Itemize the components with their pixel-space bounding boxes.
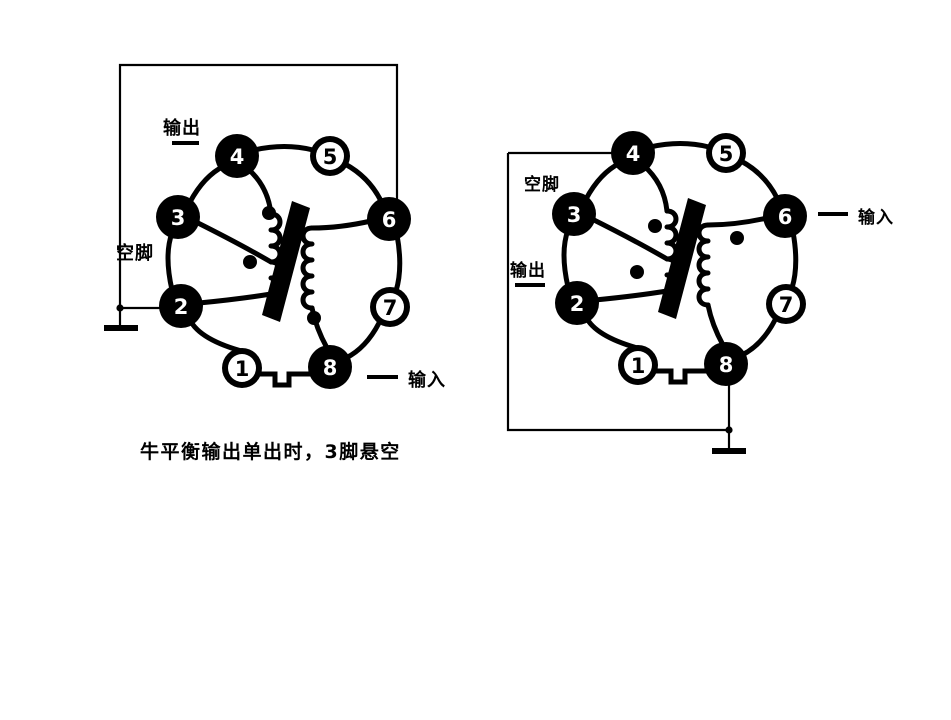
left-lead-pin2: [196, 291, 274, 306]
right-diagram: 1 2 3 4 5 6 7 8: [506, 131, 848, 454]
right-phase-dot-primary-top: [648, 219, 662, 233]
left-lead-pin6: [309, 218, 374, 231]
left-pin-3-label: 3: [171, 206, 186, 230]
left-lead-pin3: [193, 219, 274, 265]
right-pin-7[interactable]: 7: [766, 284, 806, 324]
right-pin-2[interactable]: 2: [555, 281, 599, 325]
right-output-label: 输出: [510, 261, 546, 281]
right-lead-pin2: [592, 288, 670, 303]
right-pin-7-label: 7: [779, 293, 794, 317]
right-pin-4[interactable]: 4: [611, 131, 655, 175]
left-phase-dot-secondary: [307, 311, 321, 325]
left-pin-1-label: 1: [235, 357, 250, 381]
right-primary-winding: [664, 208, 679, 294]
right-lead-pin8: [705, 302, 726, 348]
left-secondary-winding: [300, 225, 315, 311]
left-pin-6[interactable]: 6: [367, 197, 411, 241]
right-pin-3[interactable]: 3: [552, 192, 596, 236]
left-pin-6-label: 6: [382, 208, 397, 232]
left-phase-dot-primary-mid: [243, 255, 257, 269]
left-output-label: 输出: [163, 118, 201, 139]
left-phase-dot-primary-top: [262, 206, 276, 220]
left-pin-3[interactable]: 3: [156, 195, 200, 239]
left-ground-symbol: [104, 304, 170, 331]
left-diagram: 1 2 3 4 5 6 7 8: [104, 63, 411, 389]
right-pin-8-label: 8: [719, 353, 734, 377]
right-lead-pin4: [640, 162, 670, 214]
left-primary-winding: [268, 211, 283, 297]
right-lead-pin6: [705, 215, 770, 228]
right-pin-5[interactable]: 5: [706, 133, 746, 173]
left-pin-7-label: 7: [383, 296, 398, 320]
right-phase-dot-secondary: [730, 231, 744, 245]
right-input-label: 输入: [858, 208, 894, 228]
left-input-label: 输入: [408, 370, 446, 391]
left-pin-2[interactable]: 2: [159, 284, 203, 328]
left-frame-wire: [118, 63, 399, 308]
right-pin-3-label: 3: [567, 203, 582, 227]
left-pin-8[interactable]: 8: [308, 345, 352, 389]
left-pin-7[interactable]: 7: [370, 287, 410, 327]
right-pin-2-label: 2: [570, 292, 585, 316]
right-ground-symbol: [712, 430, 746, 454]
right-frame-wire: [506, 153, 729, 432]
left-pin-5-label: 5: [323, 145, 338, 169]
left-pin-4-label: 4: [230, 145, 245, 169]
right-pin-4-label: 4: [626, 142, 641, 166]
left-pin-4[interactable]: 4: [215, 134, 259, 178]
right-lead-pin3: [589, 216, 670, 262]
right-phase-dot-primary-mid: [630, 265, 644, 279]
right-secondary-winding: [696, 222, 711, 308]
right-pin-6[interactable]: 6: [763, 194, 807, 238]
right-pin-5-label: 5: [719, 142, 734, 166]
right-pin-8[interactable]: 8: [704, 342, 748, 386]
right-pin-1-label: 1: [631, 354, 646, 378]
left-pin-1[interactable]: 1: [222, 348, 262, 388]
left-unused-pin-label: 空脚: [116, 243, 154, 264]
left-pin-8-label: 8: [323, 356, 338, 380]
right-unused-pin-label: 空脚: [524, 175, 560, 195]
right-pin-6-label: 6: [778, 205, 793, 229]
left-pin-5[interactable]: 5: [310, 136, 350, 176]
diagram-caption: 牛平衡输出单出时，3脚悬空: [140, 441, 401, 463]
left-pin-2-label: 2: [174, 295, 189, 319]
right-pin-1[interactable]: 1: [618, 345, 658, 385]
